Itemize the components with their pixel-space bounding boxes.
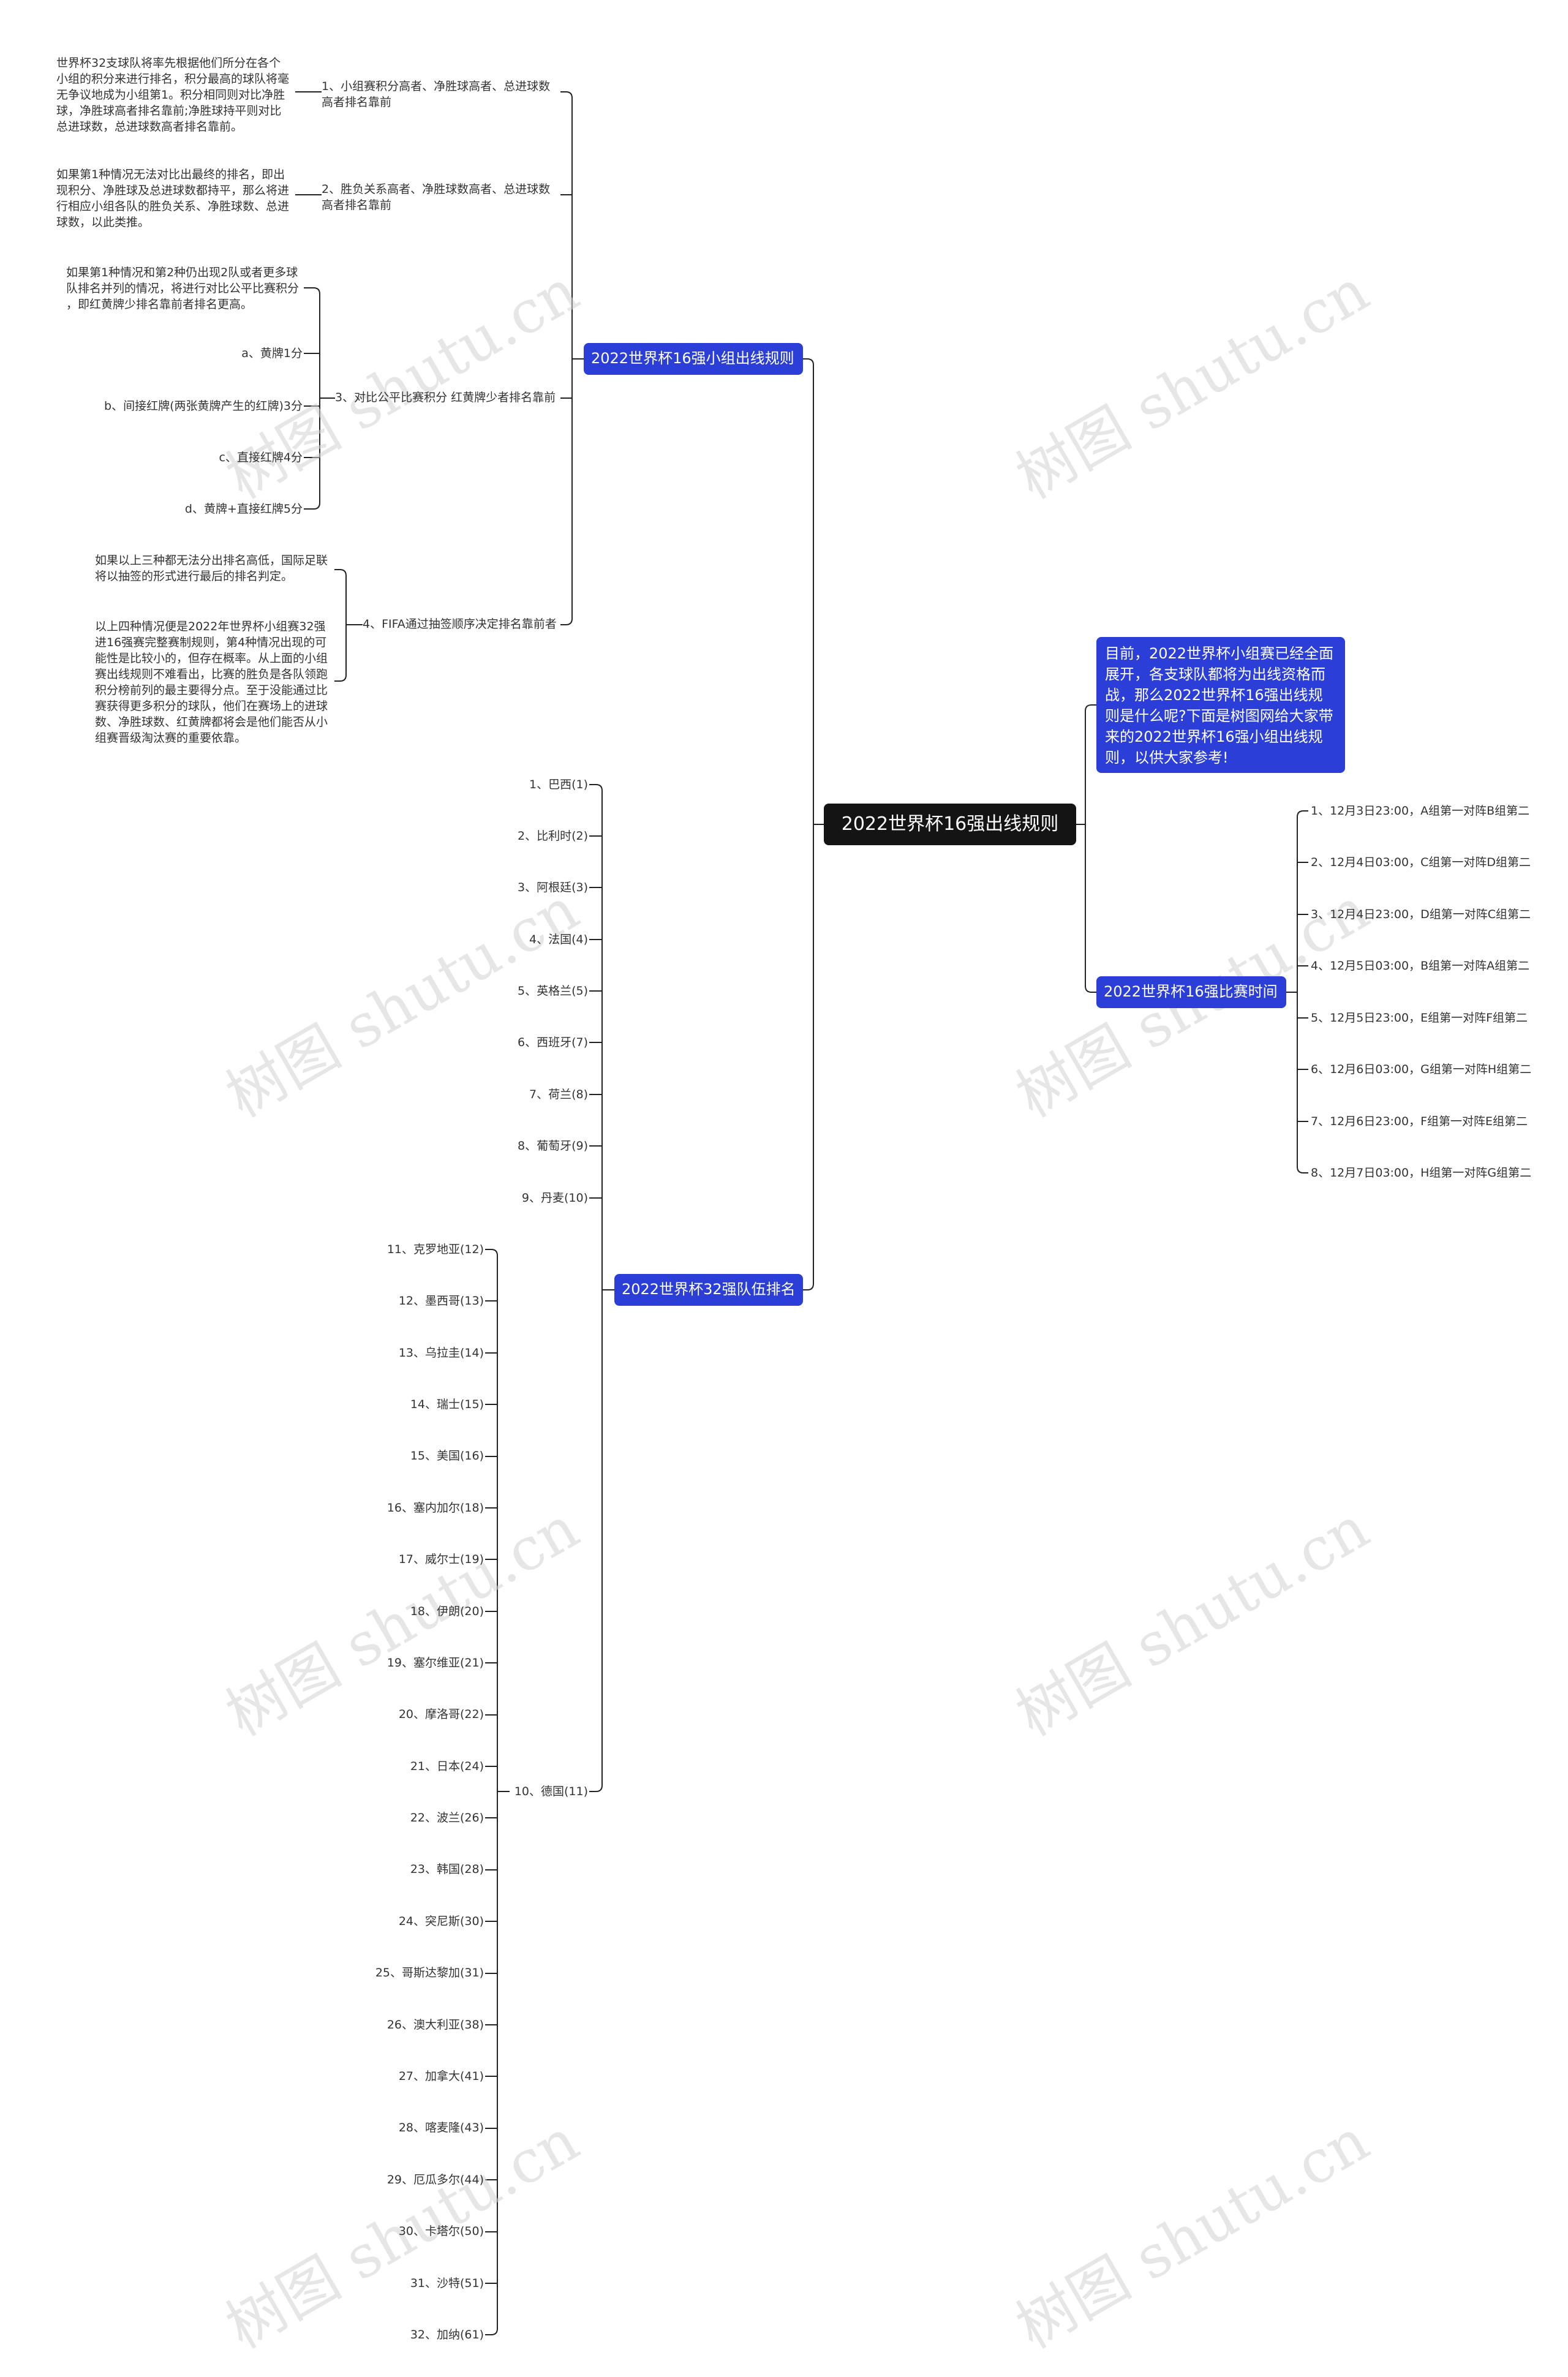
- rank-item[interactable]: 11、克罗地亚(12): [386, 1243, 484, 1256]
- rank-item[interactable]: 23、韩国(28): [410, 1863, 484, 1876]
- rule-3-item[interactable]: a、黄牌1分: [241, 347, 303, 360]
- rank-item[interactable]: 15、美国(16): [410, 1449, 484, 1463]
- rank-item[interactable]: 4、法国(4): [529, 933, 588, 946]
- ranking-edge: [589, 784, 603, 791]
- rank-item[interactable]: 3、阿根廷(3): [517, 881, 588, 894]
- root-left-edge: [803, 358, 814, 366]
- root-right-edge: [1085, 985, 1096, 993]
- rank-item[interactable]: 17、威尔士(19): [398, 1553, 484, 1566]
- rank-item[interactable]: 18、伊朗(20): [410, 1605, 484, 1618]
- rule-4-edge: [334, 674, 347, 682]
- rule-3-edge: [304, 287, 320, 295]
- schedule-item[interactable]: 8、12月7日03:00，H组第一对阵G组第二: [1311, 1166, 1532, 1180]
- schedule-item[interactable]: 4、12月5日03:00，B组第一对阵A组第二: [1311, 959, 1530, 973]
- schedule-item[interactable]: 3、12月4日23:00，D组第一对阵C组第二: [1311, 908, 1531, 921]
- rule-3[interactable]: 3、对比公平比赛积分 红黄牌少者排名靠前: [335, 391, 556, 404]
- rule-2-note[interactable]: 如果第1种情况无法对比出最终的排名，即出 现积分、净胜球及总进球数都持平，那么将…: [56, 168, 290, 229]
- rank-item[interactable]: 14、瑞士(15): [410, 1398, 484, 1411]
- rule-4-summary[interactable]: 以上四种情况便是2022年世界杯小组赛32强 进16强赛完整赛制规则，第4种情况…: [95, 620, 328, 745]
- rule-3-item[interactable]: c、直接红牌4分: [219, 451, 303, 464]
- rank-item[interactable]: 7、荷兰(8): [529, 1088, 588, 1101]
- rank-item[interactable]: 19、塞尔维亚(21): [386, 1656, 484, 1670]
- rank-item[interactable]: 5、英格兰(5): [517, 984, 588, 998]
- schedule-edge: [1297, 810, 1308, 818]
- rank-item[interactable]: 6、西班牙(7): [517, 1036, 588, 1049]
- root-left-edge: [803, 1283, 814, 1290]
- rank-item[interactable]: 20、摩洛哥(22): [398, 1708, 484, 1721]
- branch-rules[interactable]: 2022世界杯16强小组出线规则: [584, 343, 803, 375]
- rule-4[interactable]: 4、FIFA通过抽签顺序决定排名靠前者: [363, 617, 557, 631]
- rank-item[interactable]: 24、突尼斯(30): [398, 1915, 484, 1928]
- rank-item[interactable]: 29、厄瓜多尔(44): [386, 2173, 484, 2187]
- rule-1[interactable]: 1、小组赛积分高者、净胜球高者、总进球数 高者排名靠前: [322, 80, 551, 109]
- rank-item[interactable]: 32、加纳(61): [410, 2328, 484, 2341]
- schedule-item[interactable]: 2、12月4日03:00，C组第一对阵D组第二: [1311, 856, 1531, 869]
- rank-item[interactable]: 22、波兰(26): [410, 1811, 484, 1825]
- rule-2[interactable]: 2、胜负关系高者、净胜球数高者、总进球数 高者排名靠前: [322, 183, 551, 212]
- rule-1-note[interactable]: 世界杯32支球队将率先根据他们所分在各个 小组的积分来进行排名，积分最高的球队将…: [56, 56, 290, 134]
- rank-item[interactable]: 21、日本(24): [410, 1760, 484, 1773]
- intro-node[interactable]: 目前，2022世界杯小组赛已经全面展开，各支球队都将为出线资格而战，那么2022…: [1096, 637, 1345, 773]
- rule-3-item[interactable]: d、黄牌+直接红牌5分: [184, 502, 303, 516]
- rules-edge: [560, 618, 573, 625]
- rank-item[interactable]: 10、德国(11): [514, 1785, 588, 1798]
- rank-item[interactable]: 30、卡塔尔(50): [398, 2224, 484, 2238]
- rank-item[interactable]: 31、沙特(51): [410, 2277, 484, 2290]
- branch-ranking[interactable]: 2022世界杯32强队伍排名: [614, 1274, 803, 1306]
- root-right-edge: [1085, 704, 1096, 712]
- root-node[interactable]: 2022世界杯16强出线规则: [824, 804, 1076, 845]
- schedule-edge: [1297, 1166, 1308, 1173]
- schedule-item[interactable]: 1、12月3日23:00，A组第一对阵B组第二: [1311, 804, 1530, 818]
- ranking-edge: [589, 1785, 603, 1792]
- branch-schedule[interactable]: 2022世界杯16强比赛时间: [1096, 976, 1286, 1008]
- germany-edge: [485, 1249, 498, 1256]
- rank-item[interactable]: 13、乌拉圭(14): [398, 1346, 484, 1360]
- rules-edge: [560, 91, 573, 99]
- rule-3-note[interactable]: 如果第1种情况和第2种仍出现2队或者更多球 队排名并列的情况，将进行对比公平比赛…: [66, 266, 300, 311]
- schedule-item[interactable]: 5、12月5日23:00，E组第一对阵F组第二: [1311, 1011, 1528, 1025]
- rank-item[interactable]: 25、哥斯达黎加(31): [375, 1966, 484, 1980]
- schedule-item[interactable]: 6、12月6日03:00，G组第一对阵H组第二: [1311, 1063, 1532, 1076]
- rank-item[interactable]: 2、比利时(2): [517, 829, 588, 843]
- rule-4-edge: [334, 569, 347, 576]
- rank-item[interactable]: 28、喀麦隆(43): [398, 2121, 484, 2134]
- germany-edge: [485, 2328, 498, 2335]
- rule-3-item[interactable]: b、间接红牌(两张黄牌产生的红牌)3分: [104, 399, 303, 413]
- rule-3-edge: [304, 502, 320, 510]
- rank-item[interactable]: 26、澳大利亚(38): [386, 2018, 484, 2032]
- rank-item[interactable]: 12、墨西哥(13): [398, 1294, 484, 1308]
- rank-item[interactable]: 9、丹麦(10): [521, 1191, 588, 1205]
- rank-item[interactable]: 27、加拿大(41): [398, 2070, 484, 2083]
- rule-4-note[interactable]: 如果以上三种都无法分出排名高低，国际足联 将以抽签的形式进行最后的排名判定。: [95, 554, 328, 583]
- rank-item[interactable]: 8、葡萄牙(9): [517, 1139, 588, 1153]
- rank-item[interactable]: 16、塞内加尔(18): [386, 1501, 484, 1515]
- rank-item[interactable]: 1、巴西(1): [529, 778, 588, 791]
- schedule-item[interactable]: 7、12月6日23:00，F组第一对阵E组第二: [1311, 1115, 1528, 1128]
